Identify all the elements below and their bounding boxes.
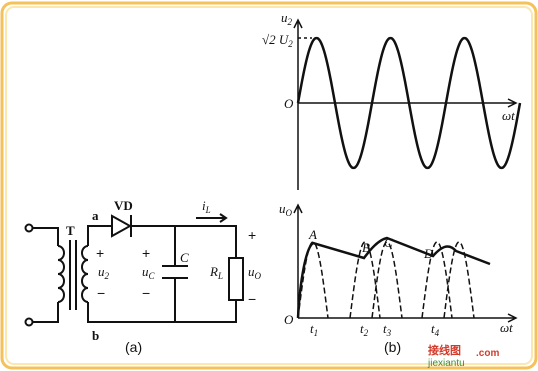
load-resistor [228,257,244,301]
watermark-tail: .com [476,348,499,359]
wire-b [87,300,237,323]
point-label-b: B [362,240,370,255]
input-terminal-top [24,223,34,233]
top-x-label: ωt [502,108,515,123]
top-y-label: u2 [281,10,293,27]
top-y-axis [293,18,303,190]
u2-plus: + [96,245,104,261]
current-label: iL [202,198,211,215]
current-arrow [196,213,228,223]
wire-top [131,225,237,258]
input-wires [33,227,59,323]
diode-label: VD [114,198,133,213]
time-label-t4: t4 [431,321,440,338]
uc-label: uC [142,264,156,281]
point-label-d: D [423,246,434,261]
node-b-label: b [92,328,99,343]
watermark-brand: 接线图 [428,343,461,357]
bottom-origin: O [284,312,294,327]
u2-minus: − [97,285,105,301]
secondary-coil [81,245,89,303]
bottom-x-axis [298,313,518,323]
caption-a: (a) [125,339,142,355]
bottom-y-label: uO [279,201,293,218]
uo-minus: − [248,291,256,307]
caption-b: (b) [384,339,401,355]
inner-frame [5,6,533,365]
uo-label: uO [248,264,262,281]
bottom-graph-axes [293,203,518,323]
primary-coil [57,245,65,303]
load-label: RL [209,264,223,281]
bottom-x-label: ωt [500,320,513,335]
top-origin: O [284,96,294,111]
transformer-label: T [66,223,75,238]
uc-minus: − [142,285,150,301]
time-label-t1: t1 [310,321,318,338]
node-a-label: a [92,208,99,223]
time-label-t3: t3 [383,321,392,338]
output-ripple-curve [296,236,491,319]
bottom-y-axis [293,203,303,318]
point-label-a: A [308,227,317,242]
uc-plus: + [142,245,150,261]
watermark-site: jiexiantu [427,358,465,369]
u2-label: u2 [98,264,110,281]
half-wave-dashes [297,241,475,319]
wire-a [87,225,112,246]
point-label-c: C [384,235,393,250]
peak-label: √2 U2 [262,32,293,49]
input-terminal-bottom [24,317,34,327]
capacitor-label: C [180,250,189,265]
rectifier-circuit [24,213,244,327]
time-label-t2: t2 [360,321,369,338]
u2-sine-wave [296,36,522,170]
diode-symbol [111,214,133,238]
uo-plus: + [248,227,256,243]
